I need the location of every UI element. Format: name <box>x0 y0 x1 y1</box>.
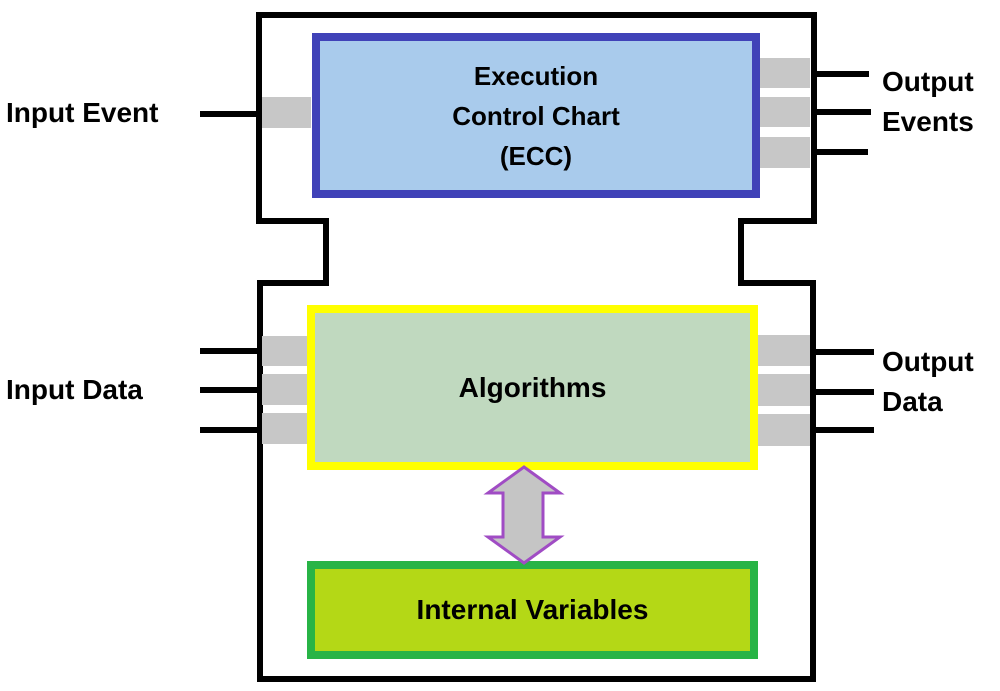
output-events-label: Output Events <box>882 62 974 142</box>
bidirectional-arrow-icon <box>483 465 565 565</box>
ecc-box-label: Execution Control Chart (ECC) <box>452 60 620 171</box>
input-data-label: Input Data <box>6 374 143 405</box>
data-output-pad-3 <box>757 414 810 446</box>
event-input-pad <box>262 97 311 128</box>
internal-variables-box <box>307 561 758 659</box>
data-input-pad-2 <box>262 374 308 405</box>
input-event-label: Input Event <box>6 97 159 128</box>
output-events-label-line2: Events <box>882 106 974 137</box>
data-input-pad-1 <box>262 336 308 366</box>
output-events-label-line1: Output <box>882 66 974 97</box>
output-data-label-line1: Output <box>882 346 974 377</box>
event-output-pad-3 <box>760 137 810 168</box>
output-data-label: Output Data <box>882 342 974 422</box>
ecc-box <box>312 33 760 198</box>
output-data-label-line2: Data <box>882 386 943 417</box>
data-output-pad-2 <box>757 374 810 406</box>
event-output-pad-1 <box>760 58 810 88</box>
data-input-pad-3 <box>262 413 308 444</box>
algorithms-box <box>307 305 758 470</box>
internal-variables-box-label: Internal Variables <box>416 594 649 625</box>
algorithms-box-label: Algorithms <box>458 371 607 403</box>
data-output-pad-1 <box>757 335 810 366</box>
event-output-pad-2 <box>760 97 810 127</box>
